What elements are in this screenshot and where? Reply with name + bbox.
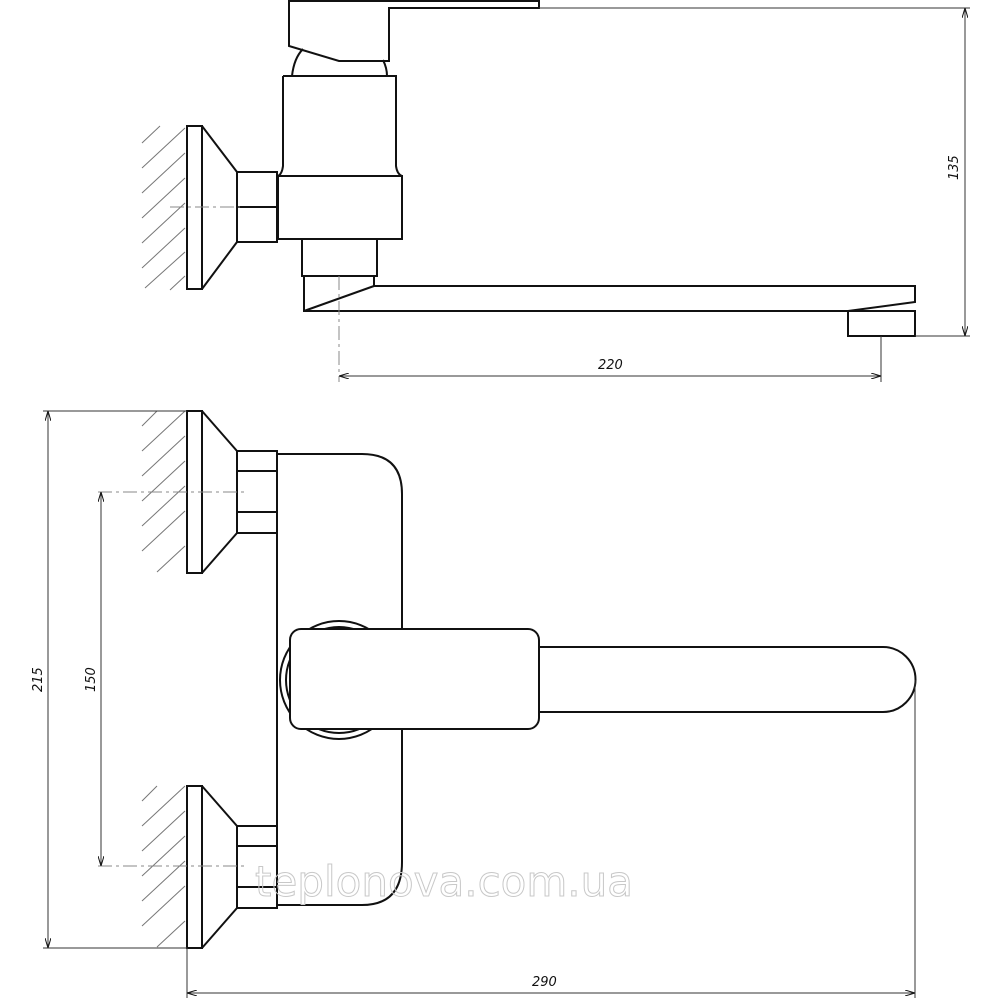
dimension-label-215: 215	[31, 667, 46, 692]
dimension-label-220: 220	[598, 358, 623, 373]
body-band	[277, 175, 403, 240]
wall-hatch-upper	[141, 410, 186, 573]
front-view: 150 215 290	[31, 410, 917, 998]
escutcheon-cone	[201, 125, 238, 290]
dimension-label-290: 290	[532, 975, 557, 990]
lever	[529, 646, 917, 713]
handle-side	[288, 0, 540, 62]
wall-hatch-lower	[141, 785, 186, 948]
body-upper	[277, 75, 403, 177]
dimension-label-150: 150	[84, 667, 99, 692]
aerator	[847, 310, 916, 337]
spout-collar	[301, 238, 378, 277]
spout	[303, 275, 916, 312]
dimension-label-135: 135	[947, 155, 962, 180]
watermark: teplonova.com.ua	[255, 857, 633, 906]
side-view: 220 135	[141, 0, 970, 382]
cartridge-dome	[291, 48, 388, 77]
wall-hatch-top	[141, 125, 186, 291]
handle-block	[289, 628, 540, 730]
body-plate	[276, 453, 403, 906]
escutcheon-lower	[186, 785, 203, 949]
